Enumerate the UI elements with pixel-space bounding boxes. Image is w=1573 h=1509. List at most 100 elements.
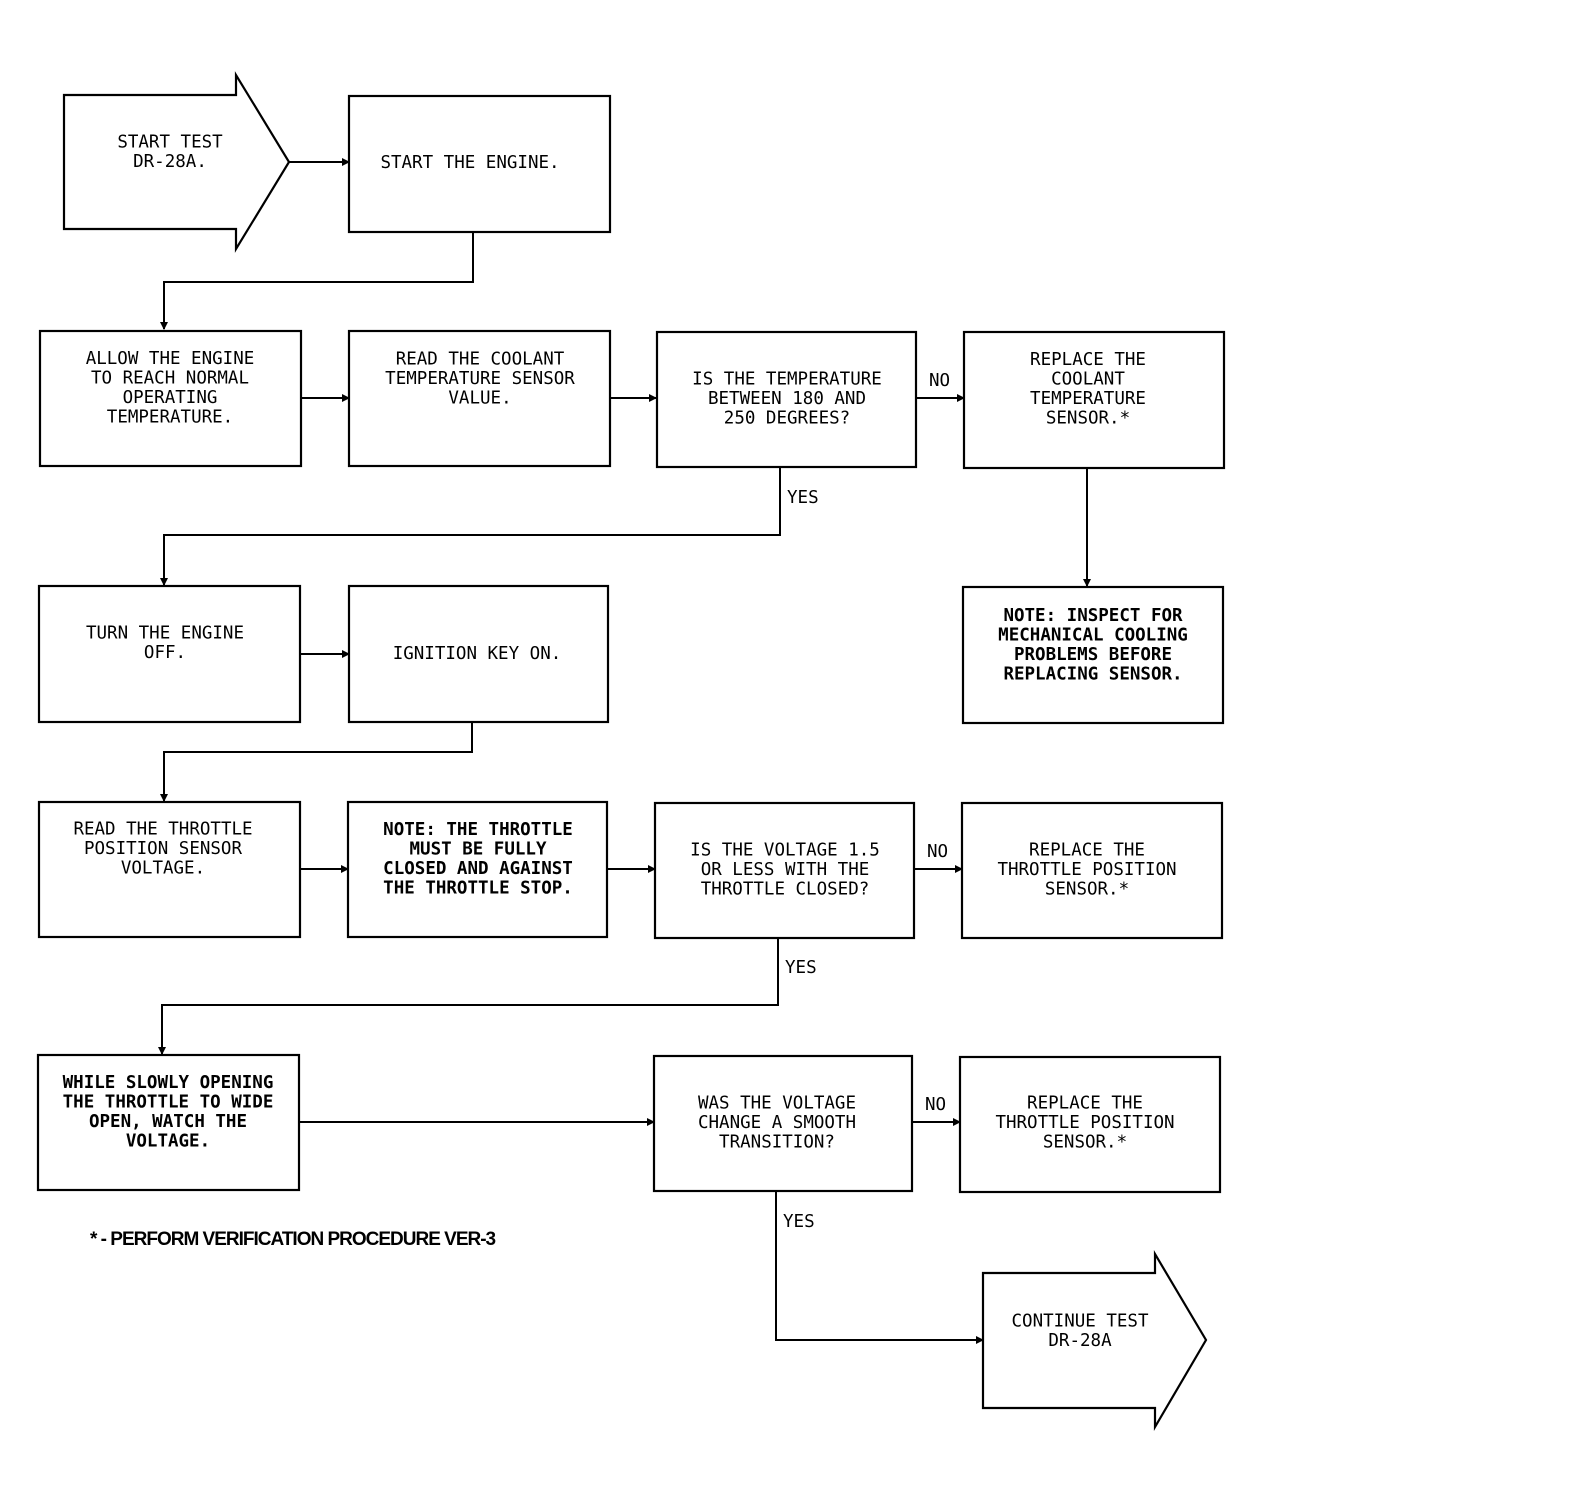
connectors — [158, 158, 1091, 1344]
node-text-line: IS THE VOLTAGE 1.5 — [690, 841, 880, 861]
node-text-line: TURN THE ENGINE — [86, 623, 244, 643]
node-text-line: READ THE THROTTLE — [73, 820, 252, 840]
ignition-key-text: IGNITION KEY ON. — [393, 644, 562, 664]
node-text-line: THE THROTTLE STOP. — [383, 878, 573, 898]
node-text-line: DR-28A — [1048, 1331, 1112, 1351]
turn-engine-off-box — [37, 584, 302, 724]
node-text-line: IS THE TEMPERATURE — [692, 370, 882, 390]
continue-arrow-shape — [981, 1249, 1208, 1432]
node-text-line: TEMPERATURE — [1030, 389, 1146, 409]
node-text-line: CHANGE A SMOOTH — [698, 1113, 856, 1133]
node-text-line: REPLACE THE — [1030, 350, 1146, 370]
node-text-line: OPEN, WATCH THE — [89, 1112, 247, 1132]
connector-was-voltage-yes — [775, 1192, 984, 1344]
node-text-line: SENSOR.* — [1046, 408, 1130, 428]
replace-tps-1-box — [960, 801, 1224, 940]
node-text-line: 250 DEGREES? — [724, 409, 850, 429]
while-opening-box — [36, 1053, 301, 1192]
node-text-line: SENSOR.* — [1045, 880, 1129, 900]
label-yes-voltage: YES — [785, 958, 817, 978]
node-text-line: CONTINUE TEST — [1012, 1311, 1149, 1331]
was-voltage-box — [652, 1054, 914, 1193]
node-text-line: OR LESS WITH THE — [701, 860, 870, 880]
node-text-line: TRANSITION? — [719, 1133, 835, 1153]
node-text-line: TEMPERATURE. — [107, 407, 233, 427]
node-text-line: COOLANT — [1051, 369, 1125, 389]
node-text-line: WHILE SLOWLY OPENING — [63, 1073, 274, 1093]
node-text-line: TEMPERATURE SENSOR — [385, 369, 575, 389]
node-text-line: REPLACING SENSOR. — [1003, 664, 1182, 684]
label-no-voltage: NO — [927, 842, 948, 862]
start-arrow-shape — [62, 71, 291, 253]
node-text-line: POSITION SENSOR — [84, 839, 243, 859]
label-no-temperature: NO — [929, 371, 950, 391]
node-text-line: WAS THE VOLTAGE — [698, 1094, 856, 1114]
node-text-line: MUST BE FULLY — [410, 839, 547, 859]
node-text-line: OFF. — [144, 643, 186, 663]
branch-labels: NO YES NO YES NO YES — [783, 371, 950, 1232]
replace-coolant-box — [962, 330, 1226, 470]
is-voltage-box — [653, 801, 916, 940]
node-text-line: REPLACE THE — [1027, 1094, 1143, 1114]
node-text-line: THROTTLE POSITION — [997, 860, 1176, 880]
node-start-engine: START THE ENGINE. — [347, 94, 612, 234]
node-text-line: PROBLEMS BEFORE — [1014, 645, 1172, 665]
footnote: * - PERFORM VERIFICATION PROCEDURE VER-3 — [90, 1229, 496, 1250]
node-text-line: THROTTLE CLOSED? — [701, 880, 870, 900]
note-throttle-box — [346, 800, 609, 939]
node-text-line: REPLACE THE — [1029, 841, 1145, 861]
connector-is-temperature-yes — [160, 468, 781, 586]
read-coolant-box — [347, 329, 612, 468]
node-text-line: READ THE COOLANT — [396, 350, 565, 370]
label-no-transition: NO — [925, 1095, 946, 1115]
node-text-line: BETWEEN 180 AND — [708, 389, 866, 409]
node-text-line: MECHANICAL COOLING — [998, 625, 1188, 645]
ignition-key-box — [347, 584, 610, 724]
node-text-line: VOLTAGE. — [121, 859, 205, 879]
allow-engine-box — [38, 329, 303, 468]
node-text-line: IGNITION KEY ON. — [393, 644, 562, 664]
note-inspect-box — [961, 585, 1225, 725]
node-text-line: VALUE. — [448, 389, 511, 409]
label-yes-temperature: YES — [787, 488, 819, 508]
read-throttle-box — [37, 800, 302, 939]
node-text-line: NOTE: INSPECT FOR — [1003, 606, 1183, 626]
is-temperature-box — [655, 330, 918, 469]
node-text-line: NOTE: THE THROTTLE — [383, 820, 573, 840]
connector-ignition-to-read-throttle — [160, 723, 473, 802]
connector-start-engine-to-allow-engine — [160, 233, 474, 330]
start-engine-box — [347, 94, 612, 234]
node-text-line: DR-28A. — [133, 152, 207, 172]
node-ignition-key: IGNITION KEY ON. — [347, 584, 610, 724]
connector-is-voltage-yes — [158, 939, 779, 1055]
replace-tps-2-box — [958, 1055, 1222, 1194]
node-text-line: OPERATING — [123, 388, 218, 408]
node-text-line: VOLTAGE. — [126, 1131, 210, 1151]
node-text-line: START TEST — [117, 132, 223, 152]
